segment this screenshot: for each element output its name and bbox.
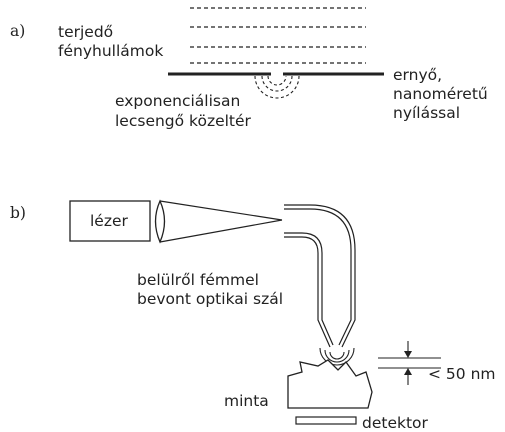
- focused-beam: [159, 200, 283, 243]
- tip-field-arc: [324, 349, 350, 363]
- beam-edge: [159, 219, 283, 243]
- tip-field-arc: [329, 351, 345, 360]
- screen-label-line2: nanoméretű: [393, 85, 488, 103]
- fiber-wall: [284, 208, 352, 346]
- evanescent-field: [254, 75, 300, 99]
- distance-label: < 50 nm: [428, 365, 496, 383]
- fiber-outer-wall: [284, 204, 356, 348]
- fiber-label-line1: belülről fémmel: [137, 271, 259, 289]
- sample-label: minta: [224, 392, 269, 410]
- screen-label-line3: nyílással: [393, 104, 460, 122]
- sample: [287, 359, 373, 409]
- arrow-up-icon: [404, 368, 412, 375]
- fiber-outer-wall: [284, 236, 331, 348]
- laser-box: [69, 200, 151, 242]
- near-field-arc: [254, 75, 300, 99]
- screen-label-line1: ernyő,: [393, 66, 442, 84]
- optical-fiber: [284, 204, 356, 348]
- tip-field-arc: [319, 347, 355, 366]
- lens: [154, 199, 166, 244]
- waves-label-line2: fényhullámok: [58, 42, 163, 60]
- beam-edge: [159, 200, 283, 221]
- fiber-label-line2: bevont optikai szál: [137, 290, 283, 308]
- near-field-arc: [261, 75, 293, 92]
- panel-b: b) lézer belülről fémmel bevont optikai …: [10, 199, 496, 432]
- distance-indicator: [378, 341, 441, 385]
- panel-a: a) terjedő fényhullámok exponenciálisan …: [10, 7, 488, 130]
- near-field-arc: [267, 75, 287, 86]
- detector: [295, 416, 357, 425]
- panel-a-label: a): [10, 22, 25, 40]
- panel-b-label: b): [10, 204, 26, 222]
- laser-label: lézer: [90, 212, 129, 230]
- detector-label: detektor: [362, 414, 429, 432]
- arrow-down-icon: [404, 351, 412, 358]
- waves-label-line1: terjedő: [58, 23, 113, 41]
- evanescent-label-line2: lecsengő közeltér: [115, 112, 252, 130]
- evanescent-label-line1: exponenciálisan: [115, 92, 240, 110]
- tip-near-field: [319, 347, 355, 366]
- fiber-wall: [284, 232, 334, 346]
- propagating-waves: [190, 7, 366, 64]
